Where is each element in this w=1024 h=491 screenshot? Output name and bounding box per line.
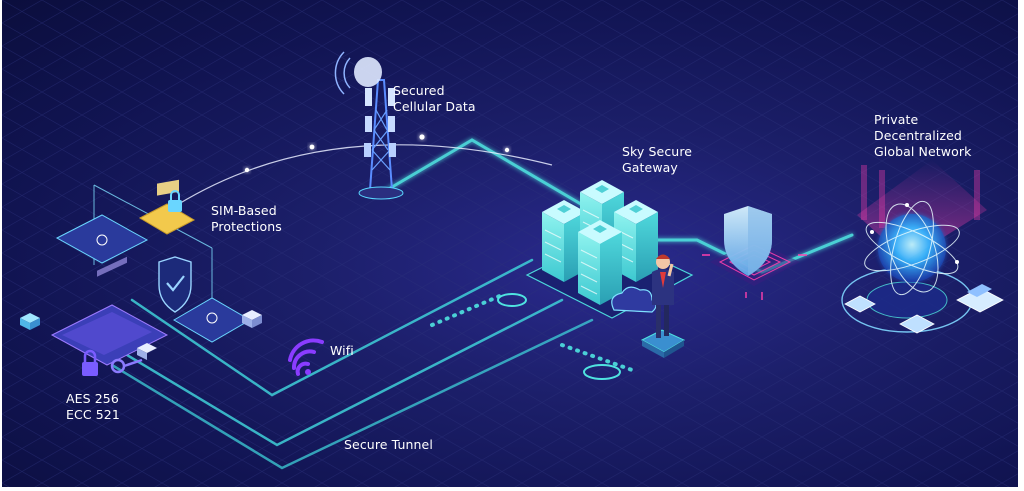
globe-icon xyxy=(864,200,960,296)
lock-icon xyxy=(168,190,182,212)
secure-tunnel-label: Secure Tunnel xyxy=(344,437,433,453)
server-rack-icon xyxy=(542,180,658,305)
cellular-label-line-2: Cellular Data xyxy=(393,99,476,114)
cellular-arc xyxy=(176,134,553,206)
wifi-label-text: Wifi xyxy=(330,343,354,358)
gateway-label-line-1: Sky Secure xyxy=(622,144,693,159)
padlock-icon xyxy=(82,349,98,376)
cellular-label-line-1: Secured xyxy=(393,83,445,98)
phone-icon xyxy=(844,295,876,313)
gateway-label-line-2: Gateway xyxy=(622,160,678,175)
network-label-line-3: Global Network xyxy=(874,144,972,159)
encryption-label-line-1: AES 256 xyxy=(66,391,119,406)
person-icon xyxy=(640,254,686,358)
wifi-icon xyxy=(288,338,324,376)
laptop-small-icon xyxy=(956,284,1004,313)
tunnel-label-text: Secure Tunnel xyxy=(344,437,433,452)
wifi-label: Wifi xyxy=(330,343,354,359)
key-icon xyxy=(110,358,143,374)
tablet-icon xyxy=(899,314,935,334)
cell-tower-icon xyxy=(334,51,404,200)
cellular-data-label: Secured Cellular Data xyxy=(393,83,476,115)
global-network-label: Private Decentralized Global Network xyxy=(874,112,971,160)
sim-label-line-2: Protections xyxy=(211,219,282,234)
sim-label-line-1: SIM-Based xyxy=(211,203,277,218)
network-label-line-1: Private xyxy=(874,112,919,127)
connection-lines xyxy=(100,138,854,470)
sim-protections-label: SIM-Based Protections xyxy=(211,203,282,235)
encryption-label: AES 256 ECC 521 xyxy=(66,391,120,423)
gateway-label: Sky Secure Gateway xyxy=(622,144,692,176)
laptop-icon xyxy=(50,256,169,366)
shield-icon xyxy=(158,256,192,313)
encryption-label-line-2: ECC 521 xyxy=(66,407,120,422)
network-label-line-2: Decentralized xyxy=(874,128,962,143)
data-cubes xyxy=(20,310,262,360)
secure-shield-pad xyxy=(702,206,807,300)
